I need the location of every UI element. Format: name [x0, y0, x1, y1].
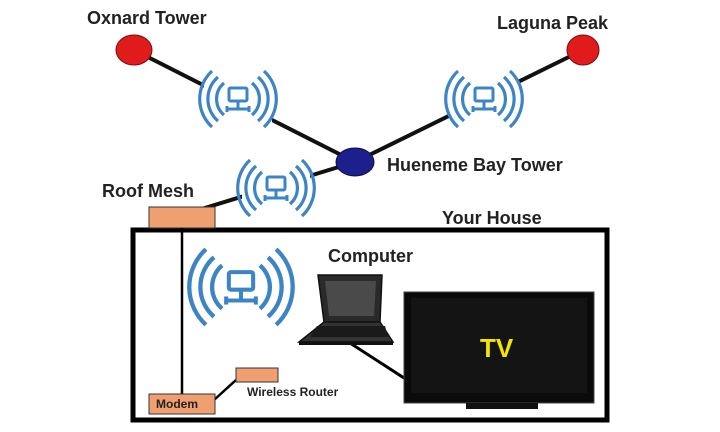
- laguna-peak-node: [566, 34, 600, 66]
- oxnard-tower-label: Oxnard Tower: [87, 8, 207, 28]
- wireless-router-box: [235, 367, 279, 383]
- modem-to-router-cable: [213, 379, 237, 401]
- oxnard-tower-node: [115, 34, 153, 66]
- wireless-network-icon: [189, 249, 292, 325]
- modem-label: Modem: [156, 397, 198, 411]
- wireless-network-icon: [444, 65, 524, 129]
- tv-icon: [403, 291, 595, 409]
- computer-label: Computer: [328, 246, 413, 266]
- hueneme-bay-tower-label: Hueneme Bay Tower: [387, 155, 563, 175]
- wireless-router-label: Wireless Router: [247, 385, 339, 399]
- roof-mesh-label: Roof Mesh: [102, 181, 194, 201]
- laptop-to-tv-cable: [349, 341, 405, 380]
- roof-mesh-box: [148, 206, 216, 229]
- wireless-network-icon: [236, 154, 316, 218]
- hueneme-bay-tower-node: [335, 147, 375, 177]
- your-house-label: Your House: [442, 208, 542, 228]
- laptop-icon: [296, 274, 395, 345]
- laguna-peak-label: Laguna Peak: [497, 13, 609, 33]
- wireless-network-icon: [198, 65, 278, 129]
- modem-box: [148, 393, 216, 415]
- house-outline: [130, 227, 610, 423]
- tv-screen-label: TV: [480, 333, 514, 363]
